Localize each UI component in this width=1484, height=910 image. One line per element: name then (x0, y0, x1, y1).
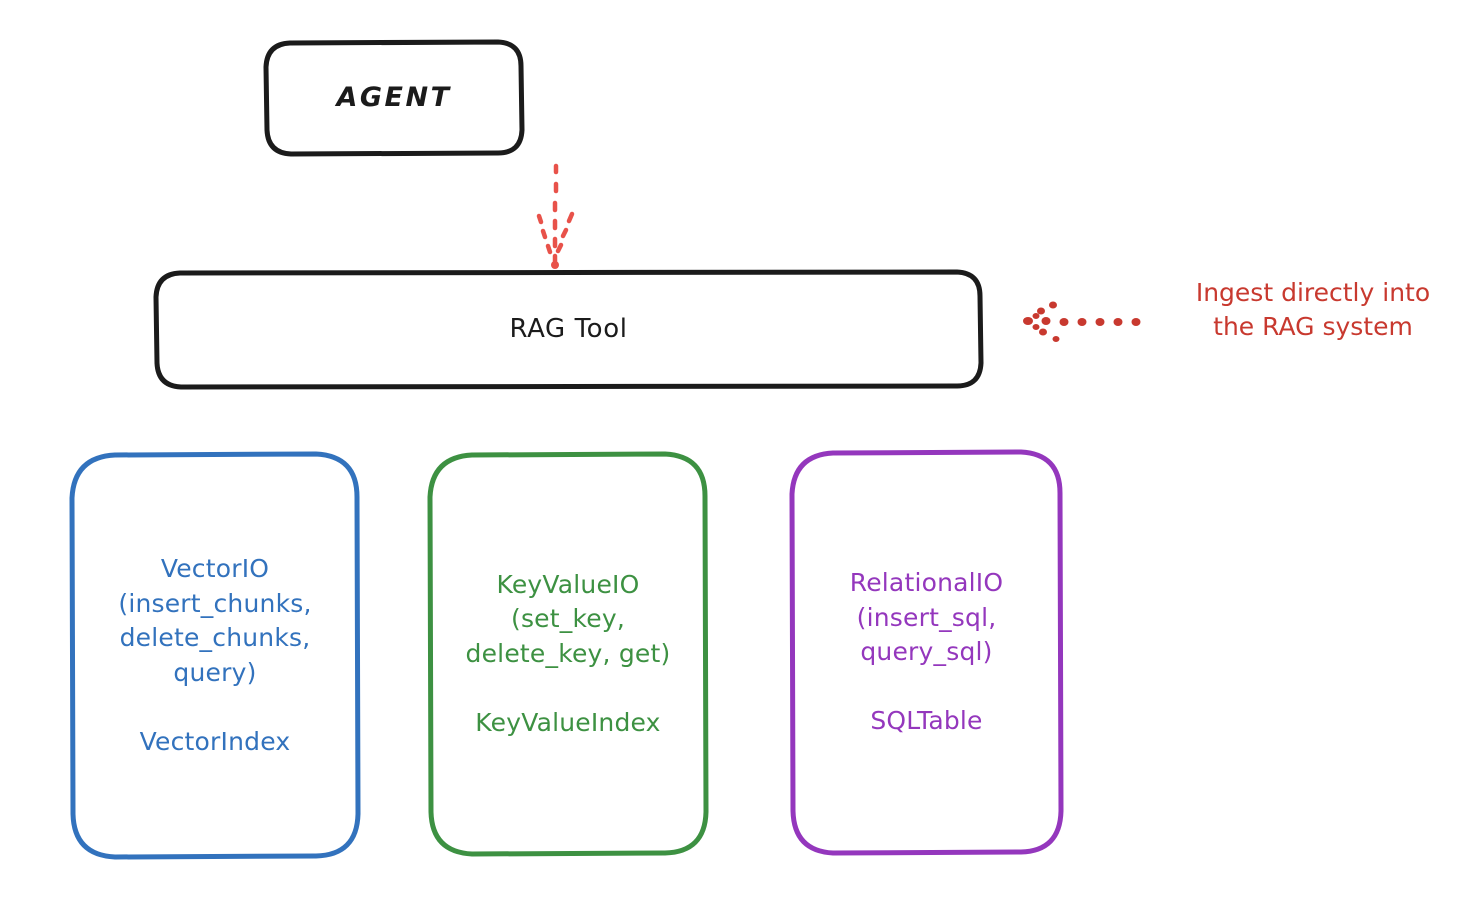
node-rag-tool[interactable]: RAG Tool (153, 269, 984, 390)
vector-io-label: VectorIO (insert_chunks, delete_chunks, … (118, 554, 312, 756)
key-value-io-label: KeyValueIO (set_key, delete_key, get) Ke… (465, 569, 671, 737)
node-agent[interactable]: AGENT (263, 39, 525, 157)
relational-io-label: RelationalIO (insert_sql, query_sql) SQL… (849, 568, 1004, 736)
node-vector-io[interactable]: VectorIO (insert_chunks, delete_chunks, … (69, 451, 361, 860)
ingest-annotation-text: Ingest directly into the RAG system (1195, 278, 1431, 341)
node-key-value-io[interactable]: KeyValueIO (set_key, delete_key, get) Ke… (427, 451, 709, 857)
node-relational-io[interactable]: RelationalIO (insert_sql, query_sql) SQL… (789, 449, 1064, 856)
agent-label: AGENT (336, 82, 452, 114)
rag-tool-label: RAG Tool (509, 313, 628, 344)
